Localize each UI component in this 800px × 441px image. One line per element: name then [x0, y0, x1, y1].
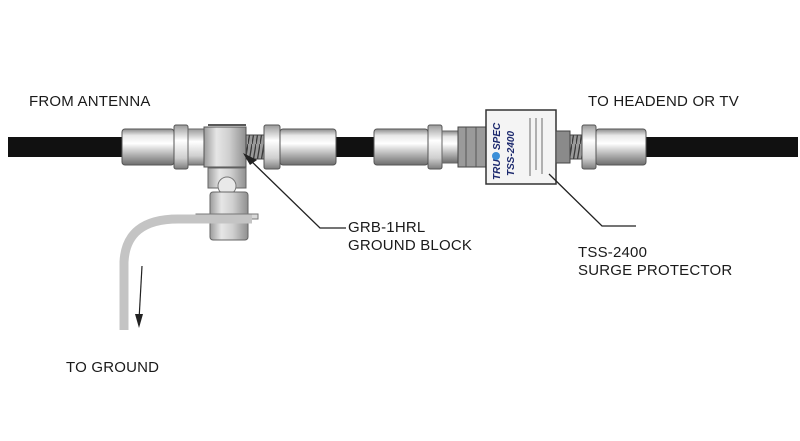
- antenna-side-connector: [121, 124, 205, 170]
- jumper-connector: [373, 124, 461, 170]
- protector-model-text: TSS-2400: [506, 131, 517, 176]
- surge-protector: TRU SPEC TSS-2400: [457, 109, 583, 185]
- to-headend-label: TO HEADEND OR TV: [588, 93, 740, 110]
- ground-block-name-label: GROUND BLOCK: [348, 237, 473, 254]
- protector-brand-suffix: SPEC: [492, 122, 503, 150]
- surge-name-label: SURGE PROTECTOR: [578, 262, 733, 279]
- ground-block-leader-arrow: [243, 153, 257, 165]
- to-ground-label: TO GROUND: [66, 359, 160, 376]
- ground-block-output-connector: [245, 124, 337, 170]
- ground-direction-arrow: [138, 265, 143, 321]
- protector-brand: TRU: [492, 159, 503, 180]
- ground-block-leader-line: [245, 155, 346, 229]
- brand-logo-dot: [492, 152, 500, 160]
- ground-arrowhead: [135, 314, 143, 328]
- surge-model-label: TSS-2400: [578, 244, 648, 261]
- surge-protector-leader-line: [548, 173, 636, 227]
- from-antenna-label: FROM ANTENNA: [29, 93, 151, 110]
- ground-wire: [119, 214, 252, 330]
- ground-block-model-label: GRB-1HRL: [348, 219, 426, 236]
- headend-side-connector: [581, 124, 647, 170]
